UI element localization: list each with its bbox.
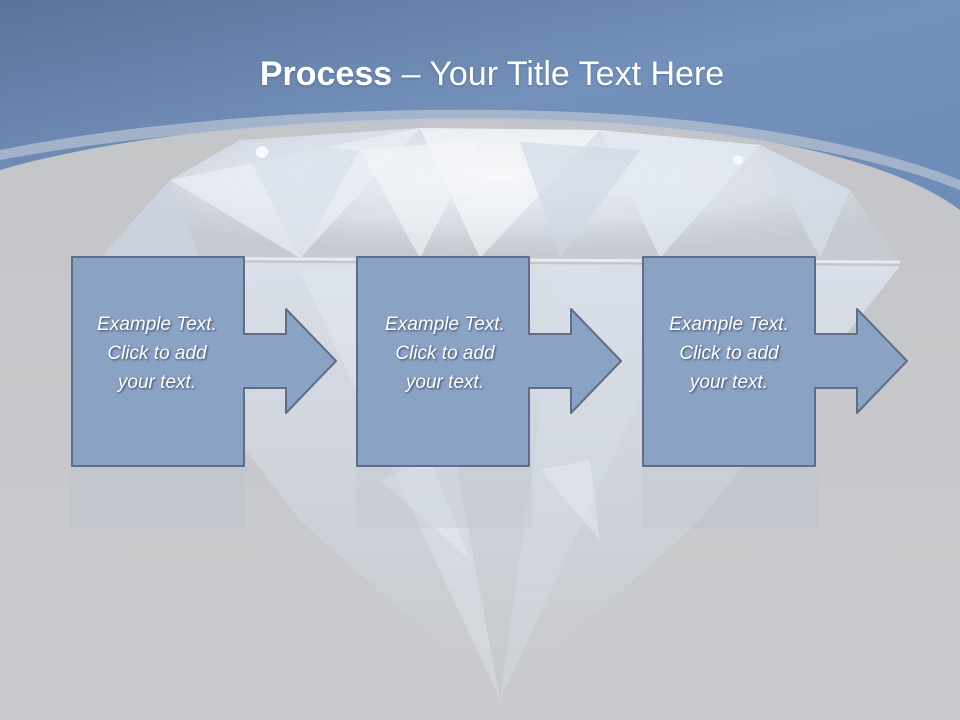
step-2-line-1: Example Text.	[385, 314, 505, 335]
step-2-line-3: your text.	[405, 372, 485, 393]
process-step-2-text[interactable]: Example Text. Click to add your text.	[359, 310, 531, 397]
step-1-line-1: Example Text.	[97, 314, 217, 335]
process-step-3-text[interactable]: Example Text. Click to add your text.	[643, 310, 815, 397]
step-3-line-2: Click to add	[679, 343, 779, 364]
title-rest: – Your Title Text Here	[392, 55, 725, 93]
slide-title[interactable]: Process – Your Title Text Here	[0, 52, 960, 96]
step-3-line-1: Example Text.	[669, 314, 789, 335]
step-1-line-2: Click to add	[107, 343, 207, 364]
step-2-line-2: Click to add	[395, 343, 495, 364]
step-1-line-3: your text.	[117, 372, 197, 393]
process-step-1-shape[interactable]	[71, 256, 337, 467]
step-3-line-3: your text.	[689, 372, 769, 393]
process-step-2-shape[interactable]	[356, 256, 622, 467]
process-step-3-shape[interactable]	[642, 256, 908, 467]
title-bold: Process	[259, 55, 393, 93]
process-step-1-text[interactable]: Example Text. Click to add your text.	[71, 310, 243, 397]
